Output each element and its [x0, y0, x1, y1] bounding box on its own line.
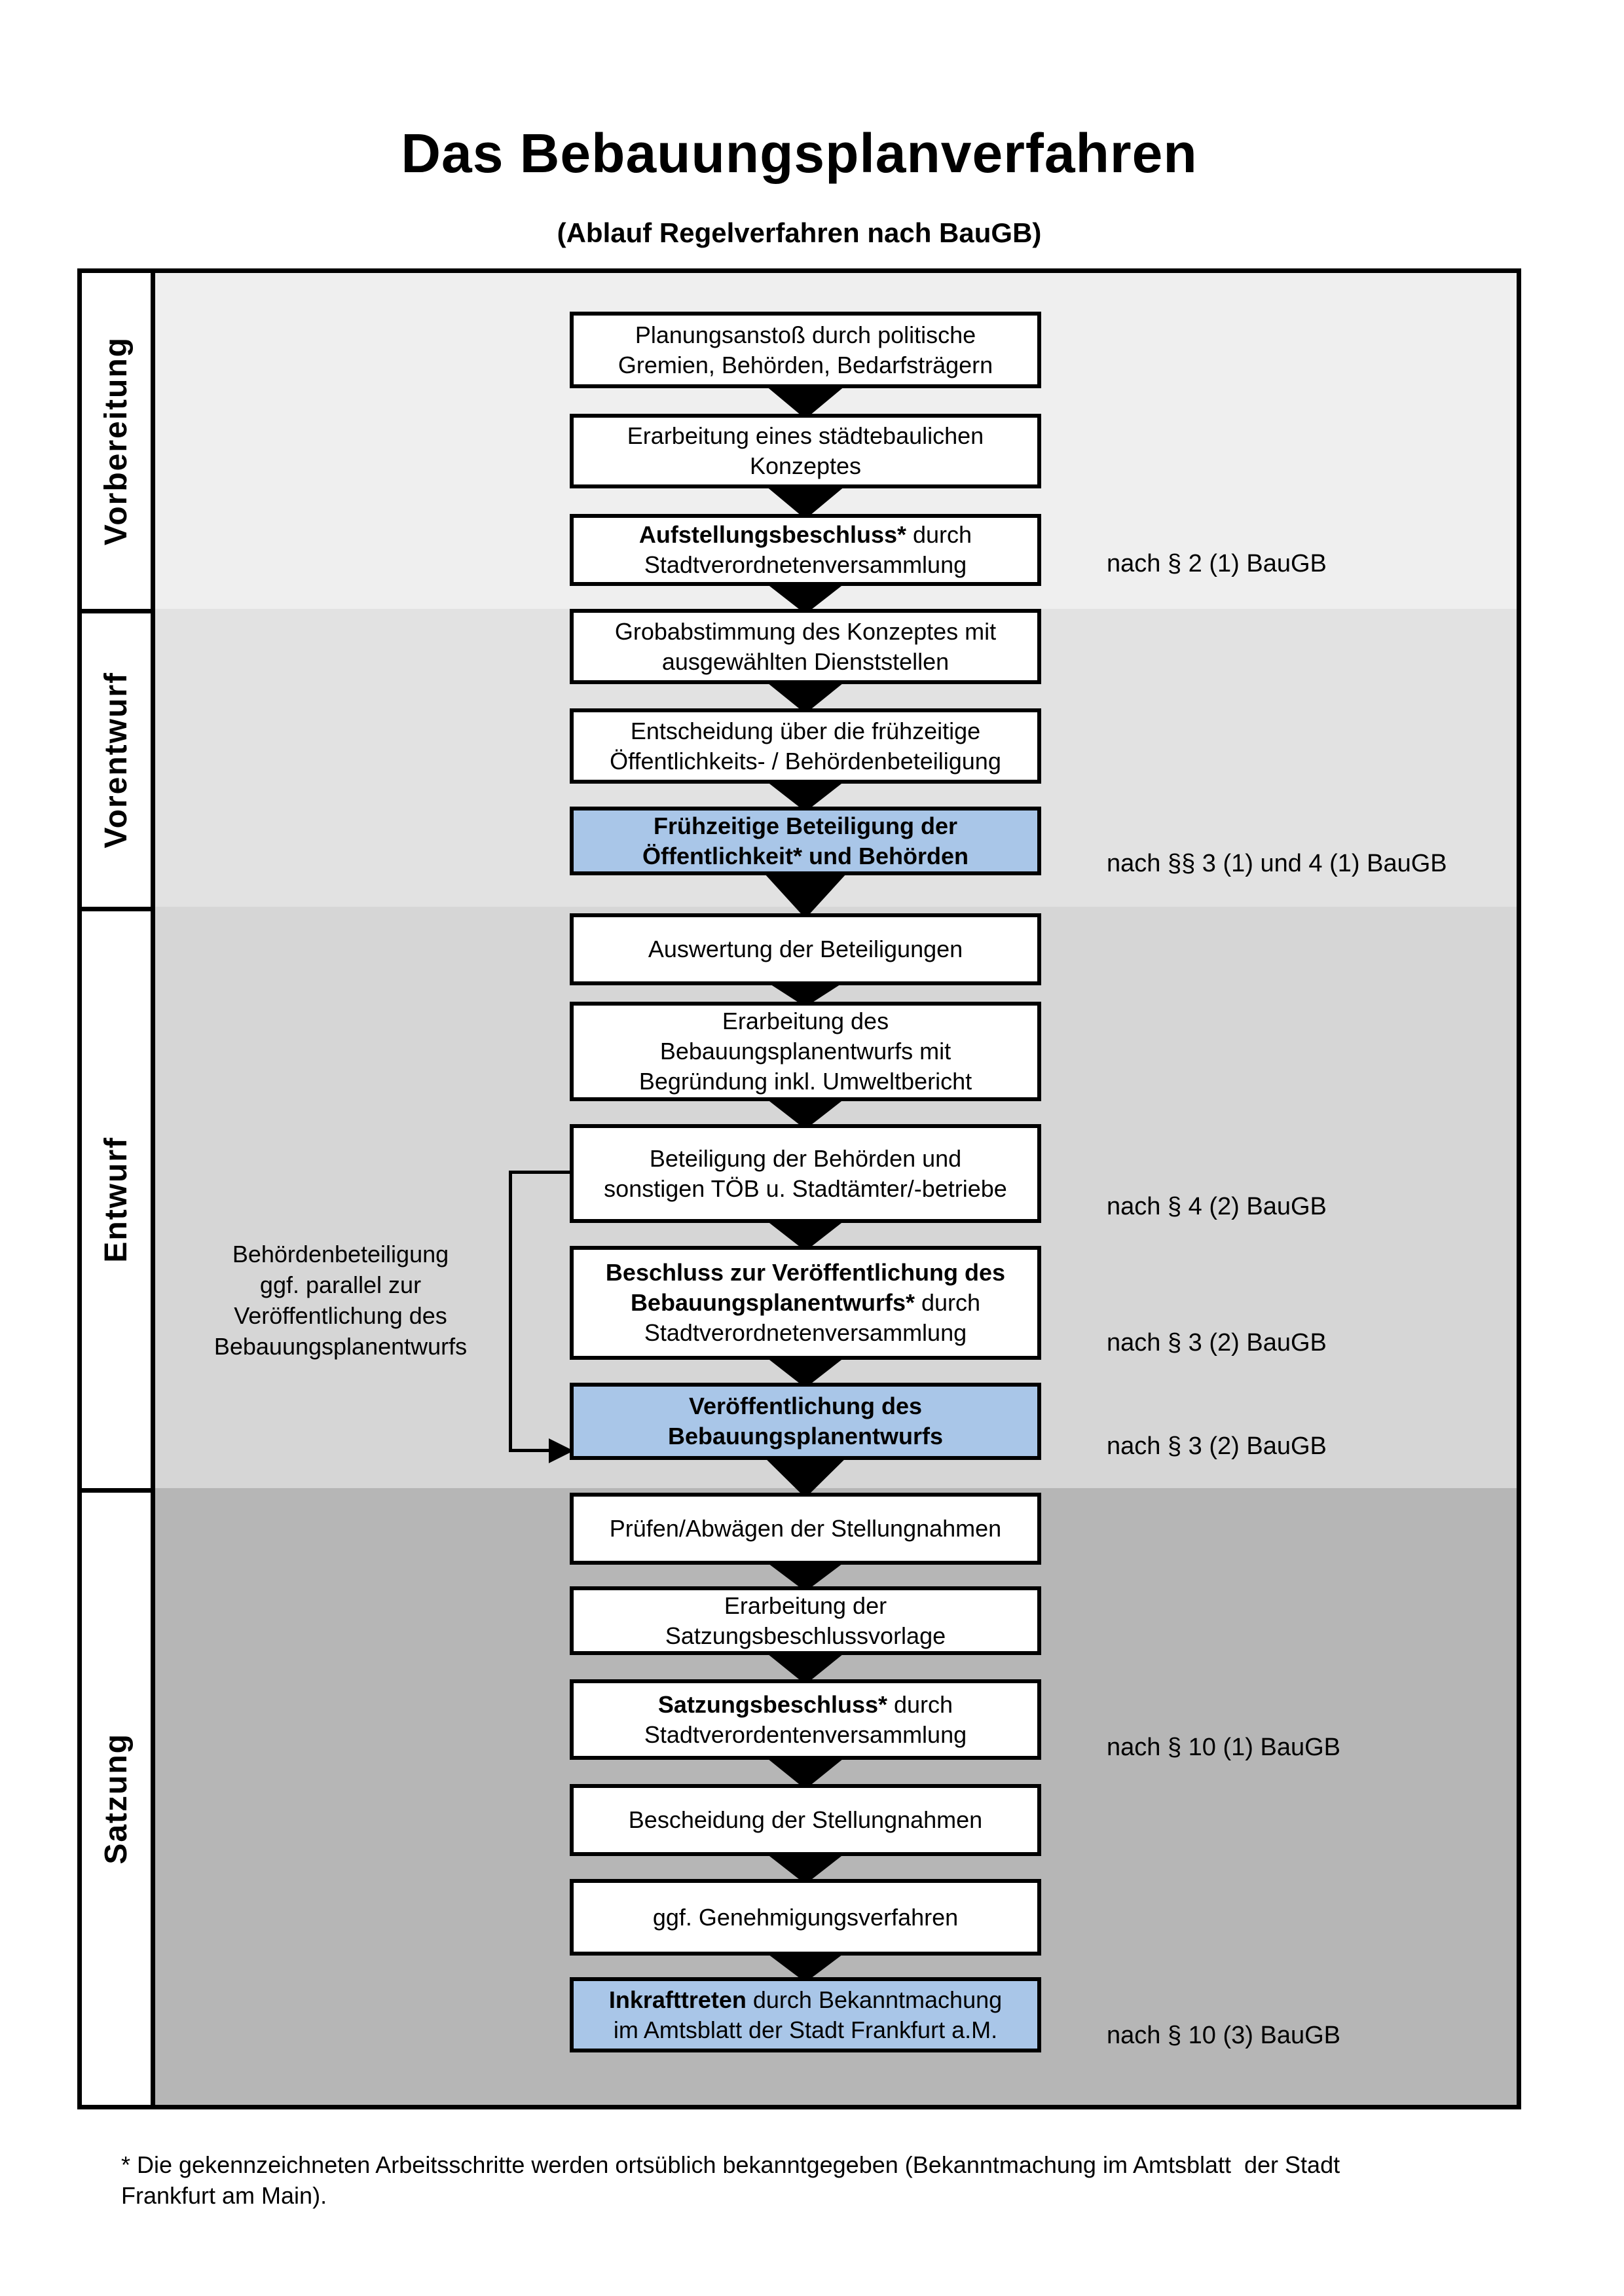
step-text: ggf. Genehmigungsverfahren — [574, 1903, 1037, 1933]
step-text-bold: Veröffentlichung des Bebauungsplanentwur… — [667, 1393, 944, 1449]
step-box-entwurf-erarbeitung: Erarbeitung des Bebauungsplanentwurfs mi… — [570, 1002, 1041, 1101]
step-box-satzungsbeschluss: Satzungsbeschluss* durch Stadtverordente… — [570, 1679, 1041, 1760]
step-box-aufstellungsbeschluss: Aufstellungsbeschluss* durch Stadtverord… — [570, 514, 1041, 586]
step-text-rest: durch Stadtverordnetenversammlung — [644, 1289, 981, 1346]
step-box-genehmigungsverfahren: ggf. Genehmigungsverfahren — [570, 1879, 1041, 1956]
step-text-bold: Inkrafttreten — [608, 1986, 747, 2013]
step-text: Bescheidung der Stellungnahmen — [574, 1805, 1037, 1835]
law-reference: nach §§ 3 (1) und 4 (1) BauGB — [1107, 850, 1447, 877]
right-arrow-icon — [549, 1438, 574, 1463]
step-text: Beteiligung der Behörden und sonstigen T… — [574, 1144, 1037, 1204]
step-box-konzept-erarbeitung: Erarbeitung eines städtebaulichen Konzep… — [570, 414, 1041, 488]
phase-label-entwurf: Entwurf — [99, 1137, 134, 1263]
law-reference: nach § 3 (2) BauGB — [1107, 1329, 1327, 1357]
step-text-rest: Planungsanstoß durch politische Gremien,… — [618, 321, 993, 378]
law-reference: nach § 4 (2) BauGB — [1107, 1193, 1327, 1220]
step-text-rest: Erarbeitung der Satzungsbeschlussvorlage — [665, 1592, 946, 1649]
step-text: Beschluss zur Veröffentlichung des Bebau… — [574, 1258, 1037, 1348]
step-box-pruefen-abwaegen: Prüfen/Abwägen der Stellungnahmen — [570, 1493, 1041, 1565]
step-text: Frühzeitige Beteiligung der Öffentlichke… — [574, 811, 1037, 871]
step-box-entscheidung-beteiligung: Entscheidung über die frühzeitige Öffent… — [570, 708, 1041, 784]
step-text-rest: Bescheidung der Stellungnahmen — [628, 1806, 983, 1833]
step-text: Satzungsbeschluss* durch Stadtverordente… — [574, 1690, 1037, 1750]
step-text-bold: Frühzeitige Beteiligung der Öffentlichke… — [642, 812, 969, 869]
connector-line-vertical — [509, 1171, 512, 1451]
step-box-fruehzeitige-beteiligung: Frühzeitige Beteiligung der Öffentlichke… — [570, 807, 1041, 875]
step-text: Erarbeitung des Bebauungsplanentwurfs mi… — [574, 1006, 1037, 1097]
step-text-rest: Erarbeitung eines städtebaulichen Konzep… — [627, 422, 984, 479]
page-title: Das Bebauungsplanverfahren — [401, 122, 1198, 184]
step-text-rest: Erarbeitung des Bebauungsplanentwurfs mi… — [638, 1008, 972, 1095]
phase-cell-entwurf: Entwurf — [82, 907, 151, 1488]
step-box-bescheidung: Bescheidung der Stellungnahmen — [570, 1784, 1041, 1856]
step-text: Grobabstimmung des Konzeptes mit ausgewä… — [574, 617, 1037, 677]
law-reference: nach § 10 (3) BauGB — [1107, 2022, 1340, 2049]
step-text: Auswertung der Beteiligungen — [574, 934, 1037, 964]
step-text-rest: durch Bekanntmachung im Amtsblatt der St… — [613, 1986, 1003, 2043]
phase-cell-vorentwurf: Vorentwurf — [82, 609, 151, 907]
step-box-grobabstimmung: Grobabstimmung des Konzeptes mit ausgewä… — [570, 609, 1041, 684]
phase-label-vorentwurf: Vorentwurf — [99, 672, 134, 848]
step-text-rest: Entscheidung über die frühzeitige Öffent… — [610, 717, 1001, 774]
step-text-rest: Auswertung der Beteiligungen — [648, 936, 963, 962]
step-text-rest: durch Stadtverordnetenversammlung — [644, 521, 972, 578]
step-box-veroeffentlichung: Veröffentlichung des Bebauungsplanentwur… — [570, 1383, 1041, 1460]
step-text: Inkrafttreten durch Bekanntmachung im Am… — [574, 1985, 1037, 2045]
step-text-rest: Grobabstimmung des Konzeptes mit ausgewä… — [614, 617, 997, 675]
step-text: Aufstellungsbeschluss* durch Stadtverord… — [574, 520, 1037, 580]
step-box-inkrafttreten: Inkrafttreten durch Bekanntmachung im Am… — [570, 1977, 1041, 2052]
step-text: Erarbeitung der Satzungsbeschlussvorlage — [574, 1591, 1037, 1651]
step-box-toeb-beteiligung: Beteiligung der Behörden und sonstigen T… — [570, 1124, 1041, 1223]
step-text-rest: Prüfen/Abwägen der Stellungnahmen — [609, 1515, 1002, 1542]
step-text: Erarbeitung eines städtebaulichen Konzep… — [574, 421, 1037, 481]
law-reference: nach § 10 (1) BauGB — [1107, 1734, 1340, 1761]
step-box-auswertung: Auswertung der Beteiligungen — [570, 913, 1041, 985]
step-text: Prüfen/Abwägen der Stellungnahmen — [574, 1514, 1037, 1544]
step-text-bold: Aufstellungsbeschluss* — [638, 521, 907, 548]
step-text-rest: Beteiligung der Behörden und sonstigen T… — [604, 1144, 1007, 1202]
step-box-satzungsvorlage: Erarbeitung der Satzungsbeschlussvorlage — [570, 1586, 1041, 1655]
step-text-bold: Satzungsbeschluss* — [657, 1690, 888, 1718]
step-text: Planungsanstoß durch politische Gremien,… — [574, 320, 1037, 380]
side-note: Behördenbeteiligung ggf. parallel zur Ve… — [213, 1241, 468, 1360]
step-box-planungsanstoss: Planungsanstoß durch politische Gremien,… — [570, 312, 1041, 388]
step-box-veroeffentlichungsbeschluss: Beschluss zur Veröffentlichung des Bebau… — [570, 1246, 1041, 1360]
step-text-rest: durch Stadtverordentenversammlung — [644, 1690, 967, 1748]
phase-label-satzung: Satzung — [99, 1733, 134, 1865]
phase-label-vorbereitung: Vorbereitung — [99, 336, 134, 546]
law-reference: nach § 2 (1) BauGB — [1107, 550, 1327, 577]
step-text: Entscheidung über die frühzeitige Öffent… — [574, 716, 1037, 776]
footnote: * Die gekennzeichneten Arbeitsschritte w… — [121, 2151, 1340, 2209]
phase-cell-vorbereitung: Vorbereitung — [82, 273, 151, 609]
step-text-rest: ggf. Genehmigungsverfahren — [652, 1903, 959, 1931]
phase-cell-satzung: Satzung — [82, 1488, 151, 2105]
step-text-bold: Beschluss zur Veröffentlichung des Bebau… — [605, 1259, 1006, 1316]
connector-line-bottom — [509, 1449, 551, 1452]
step-text: Veröffentlichung des Bebauungsplanentwur… — [574, 1391, 1037, 1451]
connector-line-top — [509, 1171, 570, 1174]
phase-column: Vorbereitung Vorentwurf Entwurf Satzung — [82, 273, 155, 2105]
law-reference: nach § 3 (2) BauGB — [1107, 1432, 1327, 1460]
page-subtitle: (Ablauf Regelverfahren nach BauGB) — [557, 217, 1042, 248]
